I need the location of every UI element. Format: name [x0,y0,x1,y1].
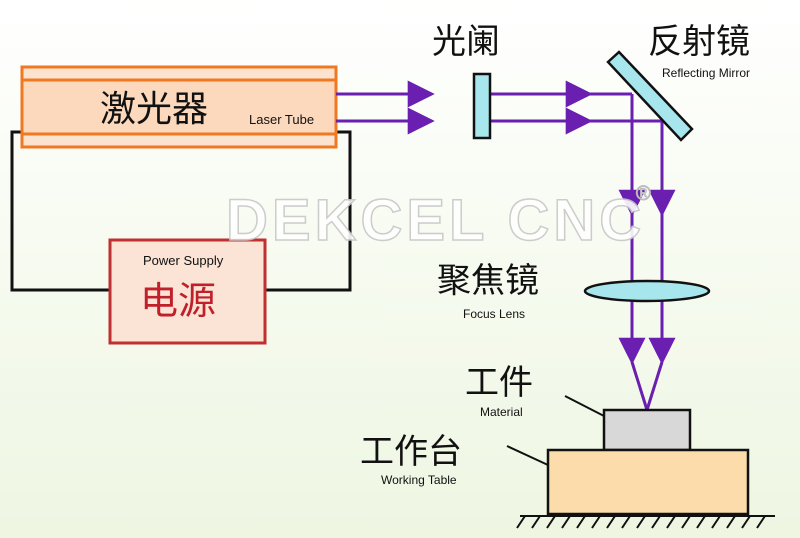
beam-converge-right [645,361,664,411]
working-table: 工作台 Working Table [360,432,775,529]
material-leader-line [564,395,605,417]
ground-hatching [516,515,775,529]
focus-lens-cn-label: 聚焦镜 [437,261,539,301]
wire-left [10,130,110,292]
material-cn-label: 工件 [465,363,533,403]
material-en-label: Material [480,405,523,419]
watermark: DEKCEL CNC ® [225,183,651,254]
registered-mark: ® [636,183,651,205]
table-cn-label: 工作台 [360,432,462,472]
laser-beams [336,80,676,411]
watermark-text: DEKCEL CNC [226,188,645,253]
material: 工件 Material [465,363,692,452]
mirror-en-label: Reflecting Mirror [662,66,750,80]
power-wires [10,130,352,292]
laser-tube-en-label: Laser Tube [249,112,314,127]
power-supply: Power Supply 电源 [108,238,267,345]
aperture-element [472,72,492,140]
table-block [546,448,750,516]
mirror-element [606,50,694,142]
power-supply-cn-label: 电源 [140,279,216,323]
aperture: 光阑 [432,22,500,140]
reflecting-mirror: 反射镜 Reflecting Mirror [606,22,750,142]
aperture-cn-label: 光阑 [432,22,500,62]
beam-converge-left [630,361,649,411]
material-block [602,408,692,452]
focus-lens-element [583,279,711,303]
power-supply-en-label: Power Supply [143,253,224,268]
power-supply-box [108,238,267,345]
laser-tube: 激光器 Laser Tube [20,65,338,149]
mirror-cn-label: 反射镜 [648,22,750,62]
focus-lens: 聚焦镜 Focus Lens [437,261,711,321]
wire-right [265,130,352,292]
table-leader-line [506,445,549,466]
table-en-label: Working Table [381,473,457,487]
laser-tube-cn-label: 激光器 [100,89,208,130]
focus-lens-en-label: Focus Lens [463,307,525,321]
laser-tube-inner [20,78,338,136]
